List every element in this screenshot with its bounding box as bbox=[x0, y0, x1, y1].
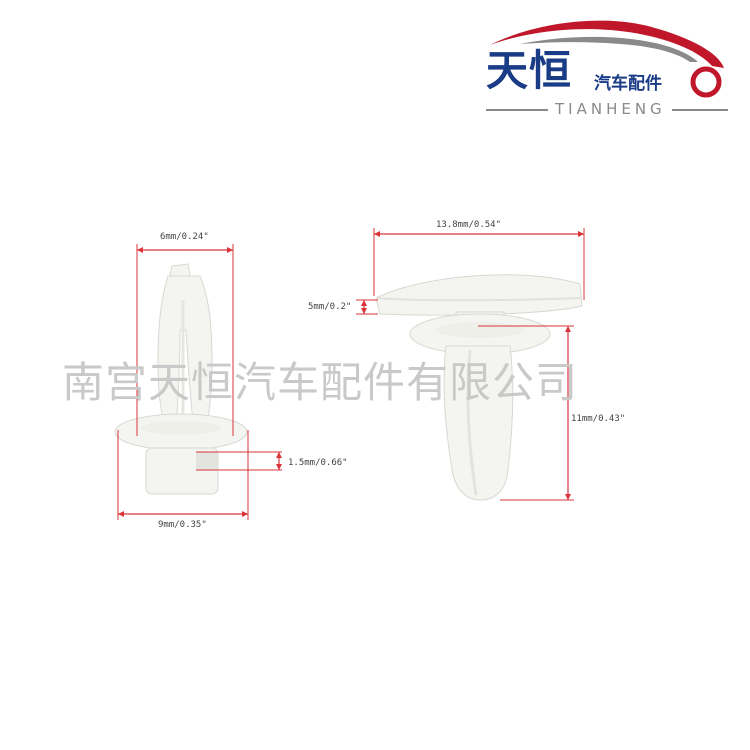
left-top-width-label: 6mm/0.24" bbox=[160, 232, 209, 242]
left-step-height-label: 1.5mm/0.66" bbox=[288, 458, 348, 468]
logo-tagline: 汽车配件 bbox=[594, 74, 662, 94]
left-base-width-label: 9mm/0.35" bbox=[158, 520, 207, 530]
logo-brand-name-en: TIANHENG bbox=[555, 100, 666, 118]
dimension-lines bbox=[117, 228, 585, 520]
right-clip-part bbox=[375, 274, 583, 501]
logo-car-icon bbox=[486, 20, 728, 111]
watermark-text: 南宫天恒汽车配件有限公司 bbox=[62, 358, 579, 407]
right-head-height-label: 5mm/0.2" bbox=[308, 302, 352, 312]
logo-brand-name: 天恒 bbox=[486, 46, 573, 95]
right-body-height-label: 11mm/0.43" bbox=[571, 414, 626, 424]
right-head-width-label: 13.8mm/0.54" bbox=[436, 220, 502, 230]
left-clip-part bbox=[114, 263, 248, 495]
